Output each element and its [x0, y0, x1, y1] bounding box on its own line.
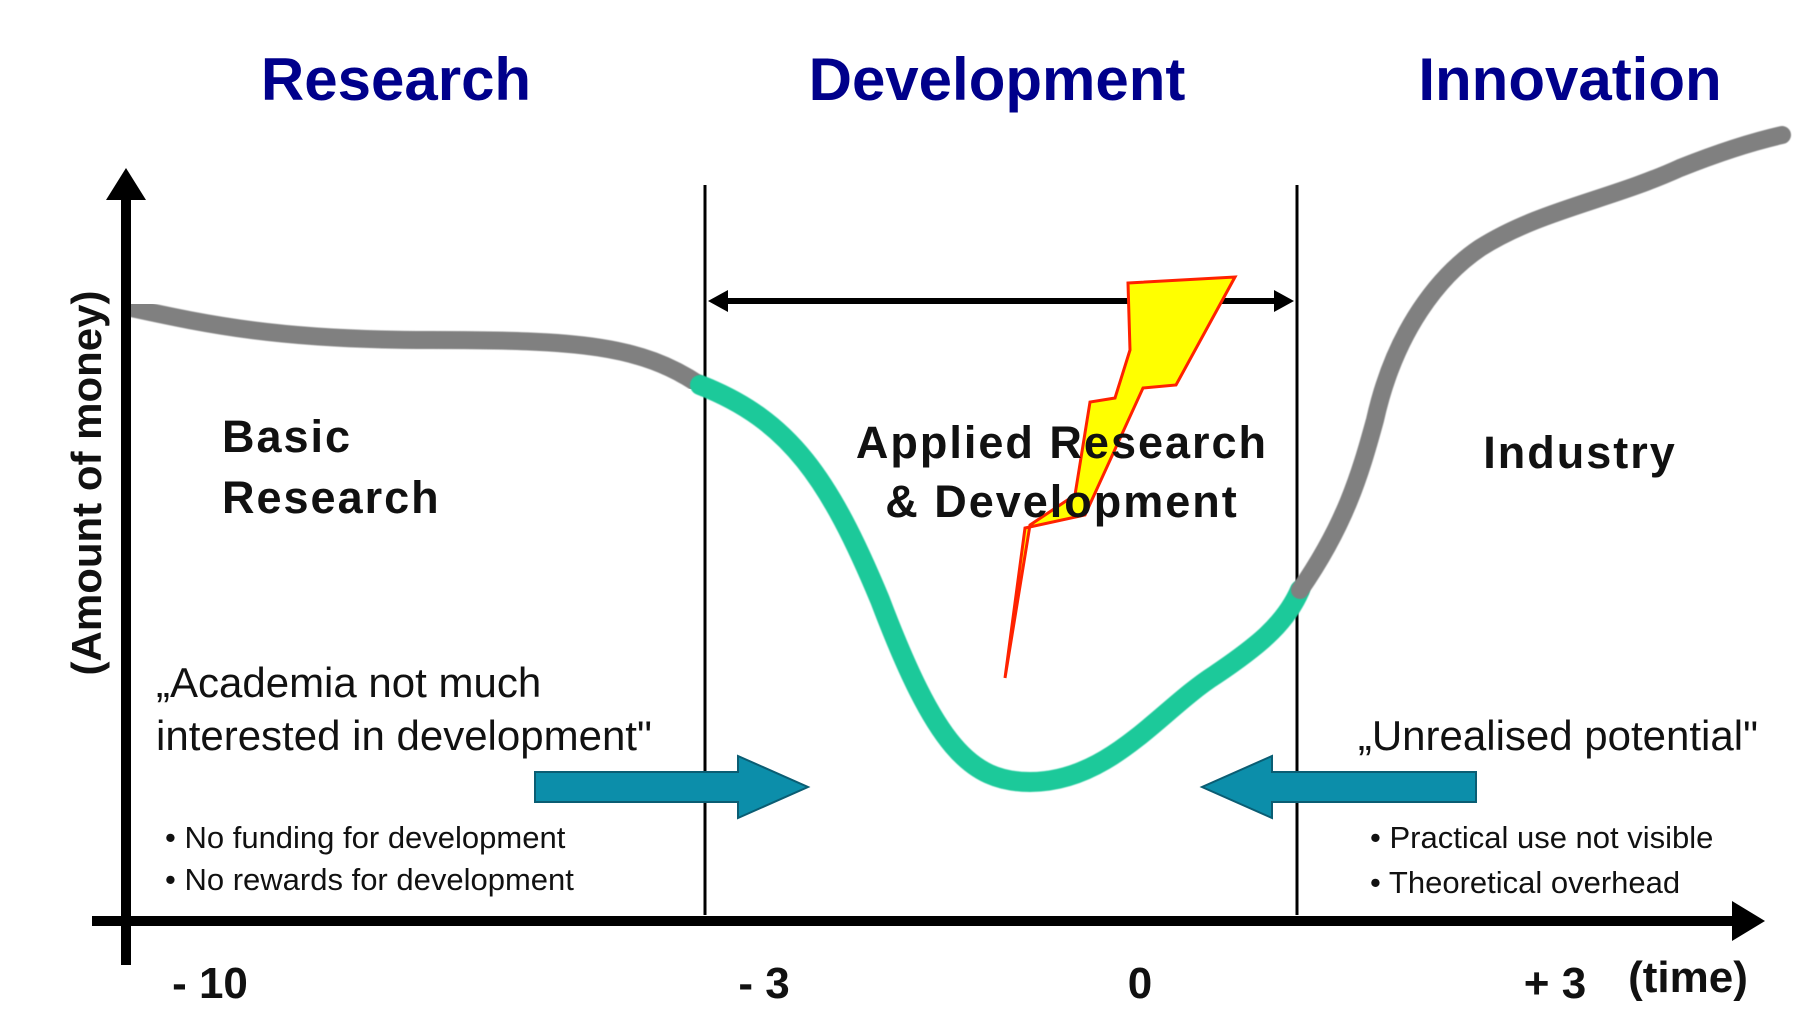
x-axis: [92, 901, 1765, 941]
bullet-right-2: • Theoretical overhead: [1370, 865, 1680, 900]
region-label-applied-2: & Development: [885, 476, 1239, 527]
region-label-basic-1: Basic: [222, 411, 352, 462]
x-tick-zero: 0: [1128, 959, 1152, 1008]
bullet-right-1-text: Practical use not visible: [1389, 820, 1713, 855]
x-tick-minus-3: - 3: [738, 959, 789, 1008]
curve-development-segment: [690, 375, 1310, 793]
quote-academia-1: „Academia not much: [156, 659, 541, 706]
lightning-bolt-icon: [1003, 275, 1238, 679]
bullet-left-2-text: No rewards for development: [184, 862, 574, 897]
bullet-right-2-text: Theoretical overhead: [1389, 865, 1680, 900]
bullet-left-2: • No rewards for development: [165, 862, 574, 897]
phase-title-research: Research: [261, 46, 531, 113]
bullet-right-1: • Practical use not visible: [1370, 820, 1713, 855]
y-axis: [106, 168, 146, 965]
region-label-basic-2: Research: [222, 472, 441, 523]
phase-title-development: Development: [809, 46, 1186, 113]
y-axis-label: (Amount of money): [63, 291, 110, 676]
quote-unrealised: „Unrealised potential": [1358, 712, 1758, 759]
region-label-applied-1: Applied Research: [856, 417, 1268, 468]
curve-innovation-segment: [1291, 126, 1791, 599]
arrow-left-icon: [1199, 754, 1477, 820]
arrow-right-icon: [534, 754, 811, 820]
bullet-left-1: • No funding for development: [165, 820, 566, 855]
bullet-left-1-text: No funding for development: [184, 820, 565, 855]
region-label-industry: Industry: [1483, 427, 1677, 478]
curve-research-segment: [122, 299, 709, 394]
x-tick-plus-3: + 3: [1524, 959, 1586, 1008]
x-tick-minus-10: - 10: [172, 959, 248, 1008]
quote-academia-2: interested in development": [156, 712, 652, 759]
x-axis-unit: (time): [1628, 953, 1748, 1002]
phase-title-innovation: Innovation: [1418, 46, 1721, 113]
